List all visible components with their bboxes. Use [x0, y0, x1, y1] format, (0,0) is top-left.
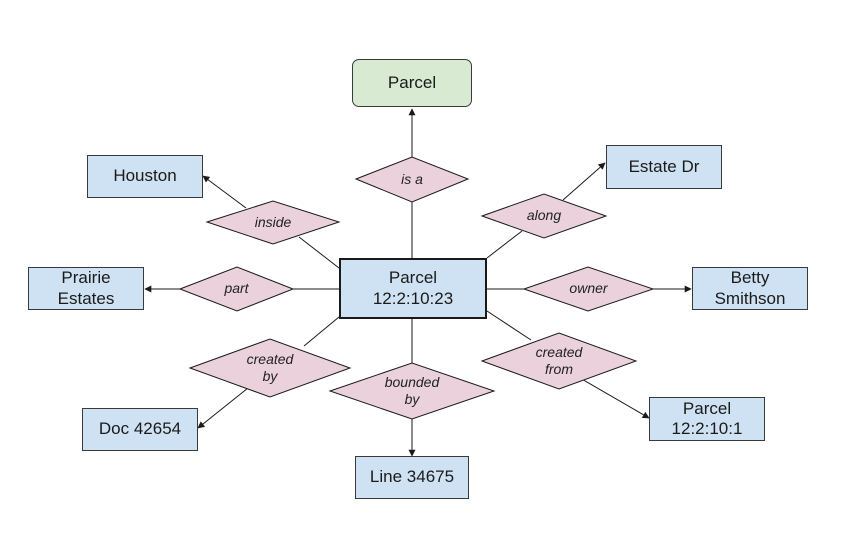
edge-center-created-by — [303, 316, 340, 347]
relation-diamond-part — [178, 266, 295, 312]
edge-center-created-from — [486, 310, 532, 341]
edge-created-from-parcel — [579, 377, 650, 419]
entity-estate-dr: Estate Dr — [606, 145, 722, 189]
edge-created-by-doc — [197, 387, 249, 429]
relation-diamond-is-a — [354, 156, 470, 203]
relation-diamond-created-from — [480, 332, 638, 390]
relation-diamond-along — [480, 193, 608, 239]
entity-betty-smithson: Betty Smithson — [692, 267, 808, 310]
relation-diamond-owner — [522, 266, 655, 312]
edge-center-inside — [298, 236, 340, 269]
entity-houston: Houston — [87, 155, 203, 198]
edge-inside-houston — [202, 175, 247, 209]
entity-prairie-estates: Prairie Estates — [28, 267, 144, 310]
entity-parcel-source: Parcel 12:2:10:1 — [649, 397, 765, 441]
entity-parcel-center: Parcel 12:2:10:23 — [339, 258, 487, 319]
edge-center-along — [486, 230, 523, 259]
entity-doc-42654: Doc 42654 — [82, 408, 198, 451]
relation-diamond-created-by — [188, 338, 352, 398]
entity-parcel-root: Parcel — [352, 59, 472, 107]
relation-diamond-inside — [205, 200, 341, 245]
entity-line-34675: Line 34675 — [355, 456, 469, 499]
edge-along-estate — [562, 162, 606, 201]
relation-diamond-bounded-by — [328, 362, 496, 420]
